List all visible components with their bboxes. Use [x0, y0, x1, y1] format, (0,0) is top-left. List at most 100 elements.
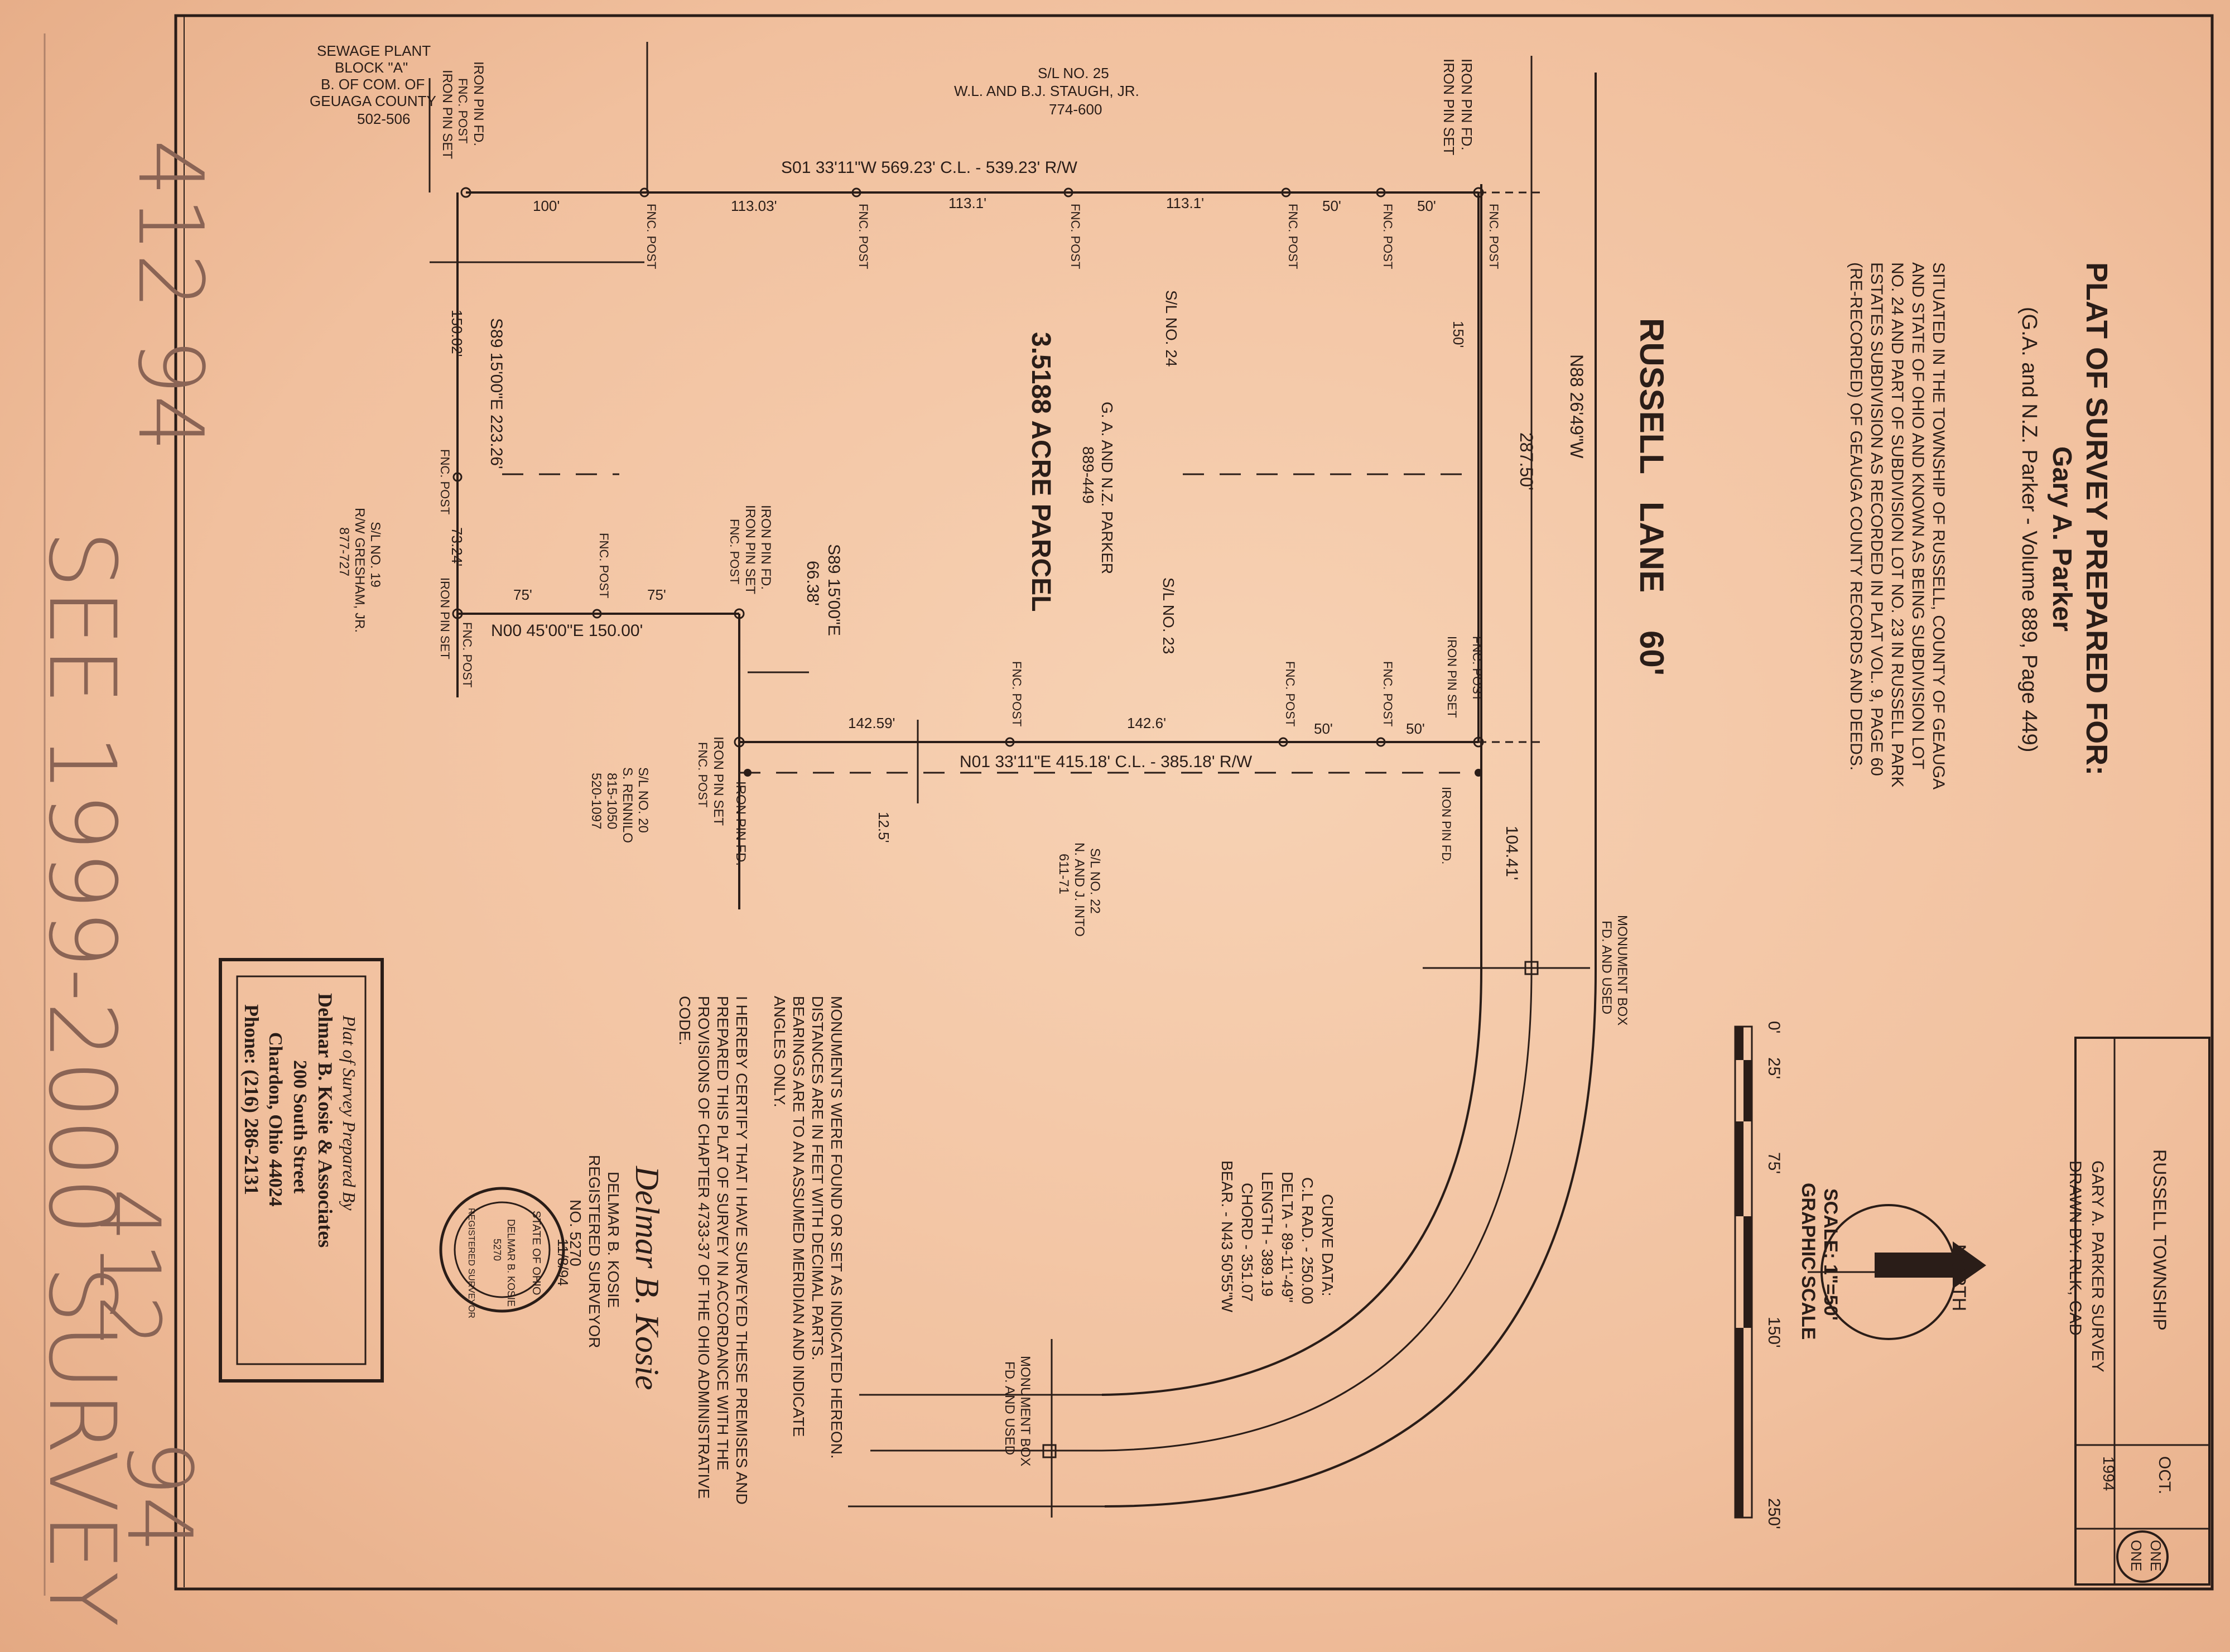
curve-length: LENGTH - 389.19 — [1259, 1172, 1276, 1297]
monument-box-1 — [1524, 961, 1539, 975]
desc-line: ESTATES SUBDIVISION AS RECORDED IN PLAT … — [1867, 262, 1886, 776]
desc-line: NO. 24 AND PART OF SUBDIVISION LOT NO. 2… — [1888, 262, 1906, 787]
pin-fd-label: IRON PIN FD. — [1458, 59, 1475, 151]
marker — [1281, 187, 1291, 198]
neighbor-line: 520-1097 — [589, 773, 604, 829]
road-bearing: N88 26'49"W — [1567, 354, 1587, 459]
legal-description: SITUATED IN THE TOWNSHIP OF RUSSELL, COU… — [1847, 262, 1948, 789]
cert-line: CODE. — [676, 996, 693, 1046]
surveyor-block: Delmar B. Kosie DELMAR B. KOSIE REGISTER… — [567, 1155, 666, 1390]
seal-top: STATE OF OHIO — [530, 1211, 542, 1295]
pin-fd-label: IRON PIN FD. — [471, 61, 486, 146]
neighbor-rennilo: S/L NO. 20 S. RENNILO 815-1050 520-1097 — [589, 767, 651, 843]
monument-box-label: MONUMENT BOX — [1615, 915, 1630, 1025]
north-label: NORTH — [1948, 1244, 1969, 1311]
pin-set-label: IRON PIN SET — [1441, 59, 1457, 155]
seal-name: DELMAR B. KOSIE — [505, 1219, 517, 1307]
neighbor-line: 877-727 — [336, 527, 351, 576]
pin-set-label: IRON PIN SET — [711, 736, 726, 826]
west-line-bearing: S01 33'11"W 569.23' C.L. - 539.23' R/W — [781, 158, 1078, 177]
fnc-post-label: FNC. POST — [856, 204, 870, 269]
pin-set-label: IRON PIN SET — [440, 70, 455, 159]
stamp-l1: Plat of Survey Prepared By — [339, 1015, 359, 1211]
dist-113-03: 113.03' — [731, 198, 777, 214]
neighbor-gresham: S/L NO. 19 R/W GRESHAM, JR. 877-727 — [336, 508, 383, 633]
marker — [452, 608, 463, 619]
pin-fd-label: IRON PIN FD. — [1439, 787, 1453, 864]
neighbor-line: N. AND J. INTO — [1072, 842, 1087, 937]
note-line: ANGLES ONLY. — [771, 996, 788, 1107]
neighbor-line: S/L NO. 22 — [1087, 848, 1102, 914]
curve-rad: C.L RAD. - 250.00 — [1299, 1177, 1316, 1304]
tb-sheet-of: ONE — [2128, 1540, 2145, 1571]
curve-header: CURVE DATA: — [1319, 1194, 1336, 1297]
title-block — [2074, 1037, 2210, 1586]
desc-line: (RE-RECORDED) OF GEAUGA COUNTY RECORDS A… — [1847, 262, 1865, 770]
stamp-l5: Phone: (216) 286-2131 — [240, 1004, 263, 1195]
tb-drawn: DRAWN BY: RLK, CAD — [2066, 1160, 2084, 1336]
dist-150-02: 150.02' — [449, 310, 465, 357]
notch-top-bearing: S89 15'00"E — [825, 544, 843, 636]
dist-73-24: 73.24' — [449, 527, 465, 566]
neighbor-line: BLOCK "A" — [335, 59, 408, 76]
marker — [452, 472, 463, 482]
marker — [1063, 187, 1073, 198]
dist-75b: 75' — [647, 586, 666, 603]
scale-label: GRAPHIC SCALE — [1798, 1183, 1819, 1340]
marker — [592, 609, 602, 619]
road-name: RUSSELL LANE — [1633, 318, 1670, 593]
surveyor-title: REGISTERED SURVEYOR — [586, 1155, 603, 1348]
title-line2: Gary A. Parker — [2047, 446, 2077, 632]
neighbor-sewage: SEWAGE PLANT BLOCK "A" B. OF COM. OF GEU… — [310, 42, 436, 127]
segment-distances: 100' 113.03' 113.1' 113.1' 50' 50' 142.5… — [513, 195, 1436, 737]
cert-line: I HEREBY CERTIFY THAT I HAVE SURVEYED TH… — [733, 996, 750, 1505]
fnc-post-label: FNC. POST — [1010, 661, 1024, 726]
note-line: DISTANCES ARE IN FEET WITH DECIMAL PARTS… — [809, 996, 826, 1360]
surveyor-number: NO. 5270 — [567, 1200, 584, 1266]
surveyor-seal — [439, 1187, 565, 1313]
road-width: 60' — [1633, 630, 1670, 676]
fnc-post-label: FNC. POST — [644, 204, 658, 269]
pin-fd-label: IRON PIN FD. — [758, 505, 773, 590]
dist-50c: 50' — [1314, 720, 1333, 737]
fnc-post-label: FNC. POST — [696, 742, 710, 807]
neighbor-into: S/L NO. 22 N. AND J. INTO 611-71 — [1056, 842, 1102, 937]
tb-sheet: ONE — [2147, 1540, 2164, 1571]
curve-delta: DELTA - 89-11'-49" — [1279, 1172, 1296, 1303]
company-stamp-inner — [236, 975, 367, 1365]
marker — [639, 187, 649, 198]
neighbor-line: 774-600 — [1049, 101, 1102, 118]
dist-12-5: 12.5' — [875, 812, 892, 843]
road-curve-outer — [1104, 970, 1597, 1507]
graphic-scale — [1734, 1025, 1753, 1519]
fnc-post-label: FNC. POST — [597, 533, 611, 598]
cert-line: PROVISIONS OF CHAPTER 4733-37 OF THE OHI… — [695, 996, 712, 1499]
parcel-sl23: S/L NO. 23 — [1160, 577, 1177, 654]
pin-set-label: IRON PIN SET — [1445, 636, 1459, 718]
neighbor-line: S. RENNILO — [620, 767, 635, 843]
pin-fd-label: IRON PIN FD. — [733, 781, 748, 866]
curve-data: CURVE DATA: C.L RAD. - 250.00 DELTA - 89… — [1218, 1160, 1336, 1313]
east-line-bearing: N01 33'11"E 415.18' C.L. - 385.18' R/W — [960, 753, 1253, 771]
neighbor-line: W.L. AND B.J. STAUGH, JR. — [954, 83, 1139, 99]
marker — [734, 736, 745, 748]
curve-bear: BEAR. - N43 50'55"W — [1218, 1160, 1236, 1313]
seal-num: 5270 — [492, 1239, 503, 1261]
tb-survey: GARY A. PARKER SURVEY — [2088, 1160, 2107, 1372]
monument-box-label: FD. AND USED — [1599, 921, 1614, 1014]
stamp-l4: Chardon, Ohio 44024 — [265, 1032, 286, 1207]
north-arrow-icon — [1875, 1241, 1986, 1289]
pin-set-label: IRON PIN SET — [743, 505, 758, 594]
dist-1426: 142.6' — [1127, 715, 1166, 731]
parcel-owner: G. A. AND N.Z. PARKER — [1099, 402, 1116, 574]
title-line3: (G.A. and N.Z. Parker - Volume 889, Page… — [2017, 307, 2041, 752]
scale-tick: 75' — [1765, 1152, 1783, 1174]
scale-tick: 250' — [1765, 1498, 1783, 1529]
monument-box-label: FD. AND USED — [1002, 1361, 1017, 1455]
dist-14259: 142.59' — [848, 715, 895, 731]
scale-tick: 150' — [1765, 1317, 1783, 1348]
marker — [1005, 737, 1015, 747]
dist-113-1a: 113.1' — [948, 195, 986, 211]
